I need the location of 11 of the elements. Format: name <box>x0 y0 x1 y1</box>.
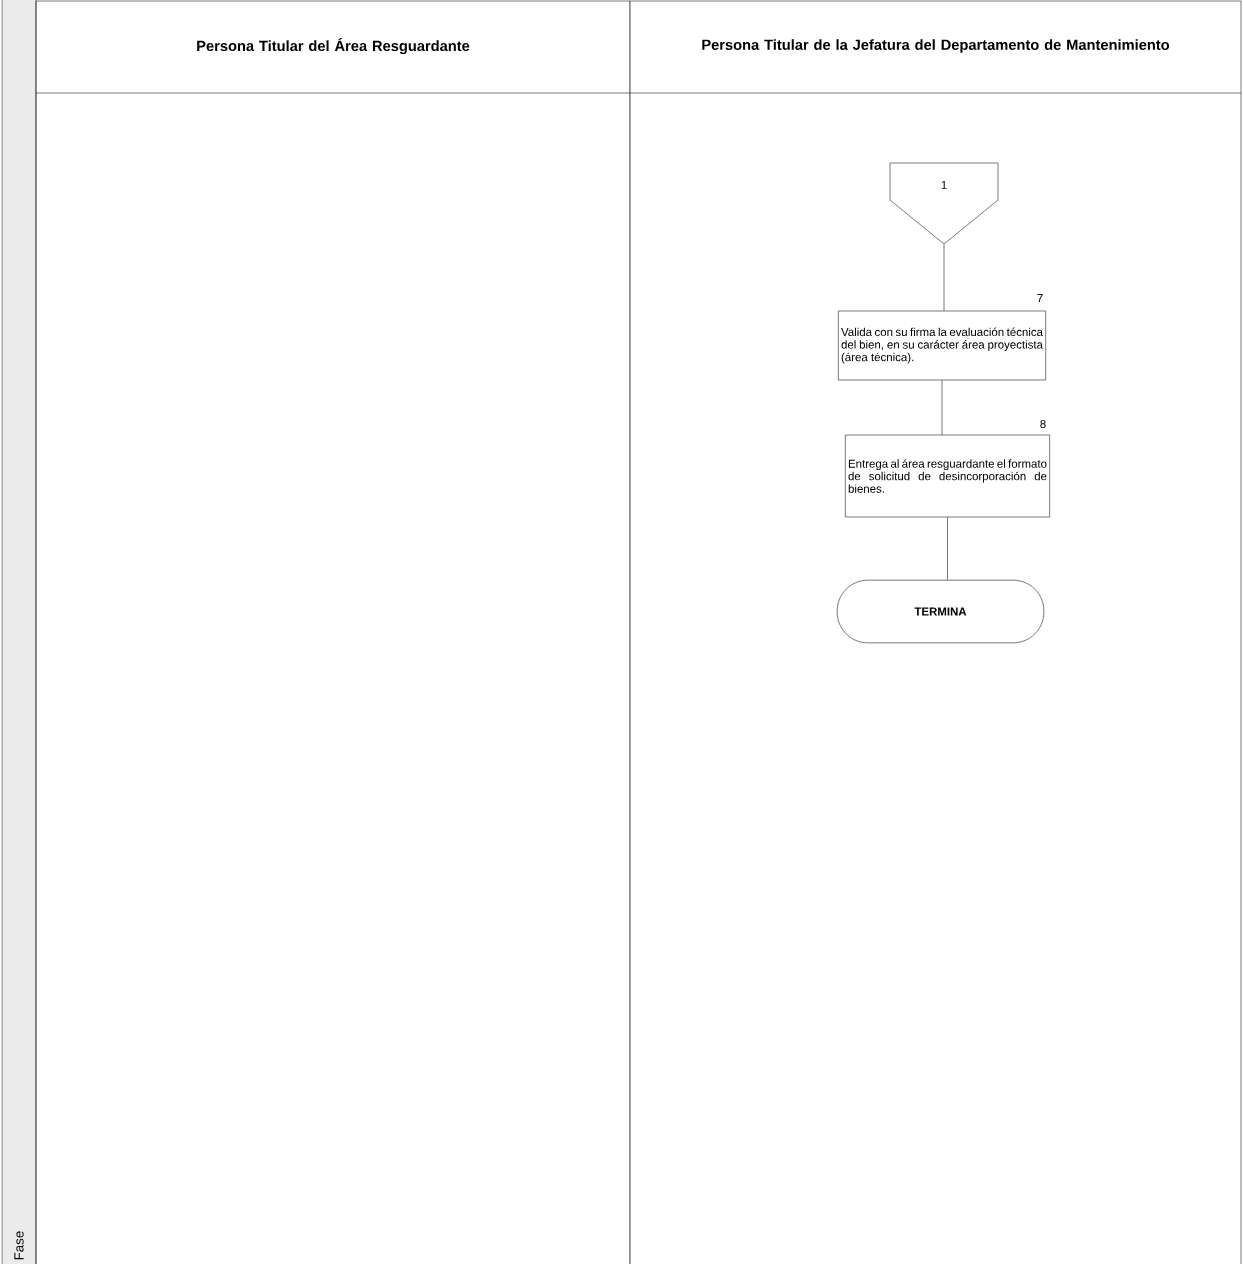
phase-label: Fase <box>14 1231 24 1260</box>
step-number: 8 <box>1040 419 1046 429</box>
swimlane: Persona Titular del Área Resguardante <box>35 0 631 1264</box>
connector-line <box>943 244 945 311</box>
off-page-connector: 1 <box>889 162 999 245</box>
terminator: TERMINA <box>836 579 1045 644</box>
process-box: Valida con su firma la evaluación técnica del bien, en su carácter área proyectista (área técnica). <box>838 310 1046 381</box>
process-box: Entrega al área resguardante el formato de solicitud de desincorporación de bienes. <box>845 434 1050 518</box>
connector-line <box>941 380 943 435</box>
step-number: 7 <box>1037 294 1043 302</box>
connector-line <box>947 517 948 581</box>
